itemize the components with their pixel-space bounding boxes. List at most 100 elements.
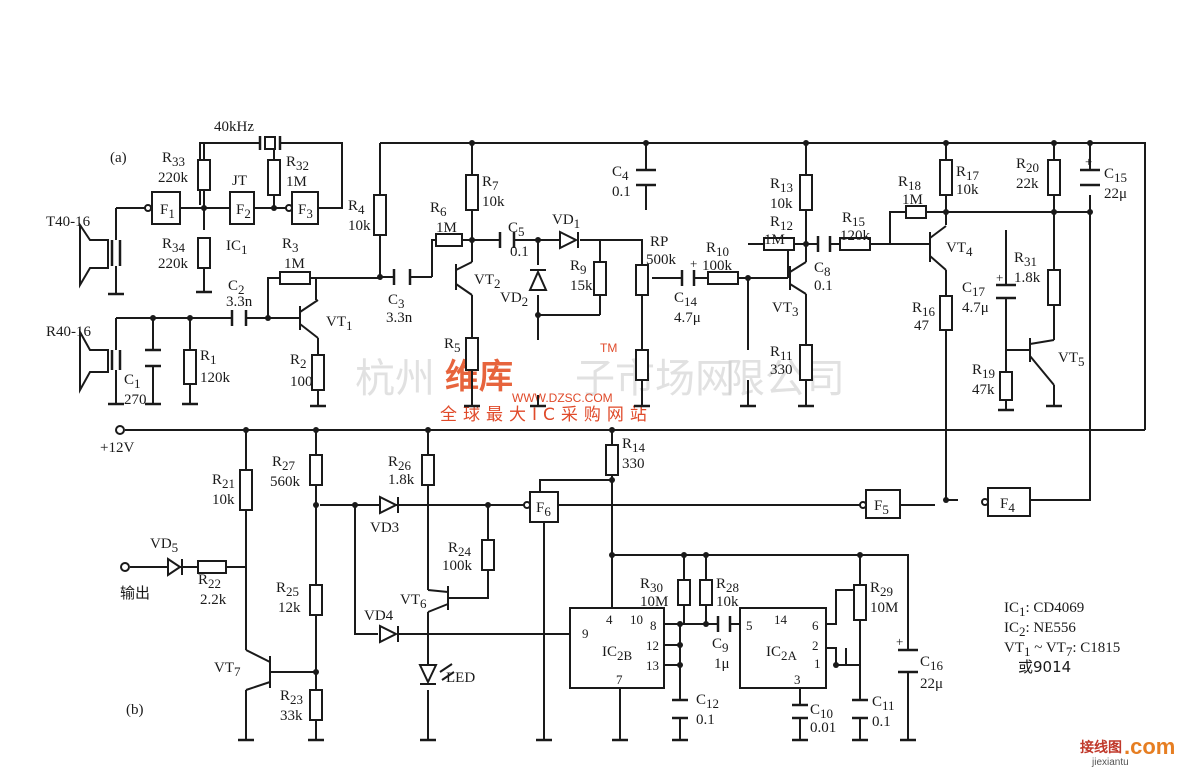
svg-text:VD5: VD5 xyxy=(150,536,178,555)
svg-text:R2: R2 xyxy=(290,352,307,371)
svg-text:3.3n: 3.3n xyxy=(226,294,253,310)
svg-text:1.8k: 1.8k xyxy=(388,472,415,488)
svg-text:22μ: 22μ xyxy=(1104,186,1127,202)
resistor-r4 xyxy=(373,194,387,236)
svg-text:1: 1 xyxy=(814,656,821,671)
resistor-r7 xyxy=(465,174,479,211)
terminals xyxy=(115,425,130,572)
svg-text:4: 4 xyxy=(606,612,613,627)
watermark-url: WWW.DZSC.COM xyxy=(512,391,613,405)
svg-text:1M: 1M xyxy=(436,220,457,236)
svg-text:120k: 120k xyxy=(200,370,231,386)
watermark-company-tail: 限公司 xyxy=(725,356,845,402)
svg-text:+: + xyxy=(690,256,697,271)
svg-text:2.2k: 2.2k xyxy=(200,592,227,608)
svg-text:R19: R19 xyxy=(972,362,995,381)
svg-text:4.7μ: 4.7μ xyxy=(962,300,989,316)
svg-text:1μ: 1μ xyxy=(714,656,730,672)
svg-text:10k: 10k xyxy=(482,194,505,210)
svg-text:F6: F6 xyxy=(536,500,551,519)
resistor-r34 xyxy=(197,237,211,269)
resistor-r12 xyxy=(763,237,795,251)
svg-text:R34: R34 xyxy=(162,236,186,255)
svg-text:IC2A: IC2A xyxy=(766,644,798,663)
svg-text:500k: 500k xyxy=(646,252,677,268)
transistor-vt2 xyxy=(455,261,473,296)
resistor-r18 xyxy=(905,205,927,219)
svg-text:6: 6 xyxy=(812,618,819,633)
resistor-r9 xyxy=(593,261,607,296)
resistor-r16 xyxy=(939,295,953,331)
resistor-r25 xyxy=(309,584,323,616)
svg-text:3.3n: 3.3n xyxy=(386,310,413,326)
svg-text:1M: 1M xyxy=(286,174,307,190)
transistor-vt7 xyxy=(245,649,271,691)
svg-text:R28: R28 xyxy=(716,576,739,595)
diode-vd2 xyxy=(528,269,548,291)
svg-text:270: 270 xyxy=(124,392,147,408)
svg-text:4.7μ: 4.7μ xyxy=(674,310,701,326)
watermark: 杭州 维库 子市场网 限公司 全球最大IC采购网站 WWW.DZSC.COM T… xyxy=(355,341,845,425)
svg-text:2: 2 xyxy=(812,638,819,653)
resistor-rp xyxy=(635,264,649,296)
resistor-r29 xyxy=(853,584,867,621)
svg-text:560k: 560k xyxy=(270,474,301,490)
inverter-f4 xyxy=(987,487,1031,517)
svg-text:7: 7 xyxy=(616,672,623,687)
watermark-tm: TM xyxy=(600,341,617,355)
svg-text:F3: F3 xyxy=(298,202,313,221)
svg-text:8: 8 xyxy=(650,618,657,633)
transistor-vt4 xyxy=(929,225,947,271)
resistor-r22 xyxy=(197,560,227,574)
svg-text:C9: C9 xyxy=(712,636,729,655)
resistor-r19 xyxy=(999,371,1013,401)
inverter-f1 xyxy=(151,191,181,225)
svg-text:R33: R33 xyxy=(162,150,185,169)
resistor-r14 xyxy=(605,444,619,476)
svg-text:R31: R31 xyxy=(1014,250,1037,269)
resistor-r3 xyxy=(279,271,311,285)
diode-vd5 xyxy=(167,557,183,577)
transmitter-t40 xyxy=(79,221,109,289)
svg-text:10: 10 xyxy=(630,612,643,627)
svg-text:VD4: VD4 xyxy=(364,608,394,624)
capacitor-c8 xyxy=(816,236,832,252)
label-r40: R40-16 xyxy=(46,324,92,340)
svg-text:R17: R17 xyxy=(956,164,980,183)
resistor-r24 xyxy=(481,539,495,571)
supply-terminal xyxy=(115,425,125,435)
inverter-f2 xyxy=(229,191,255,225)
diode-led xyxy=(418,664,438,685)
resistor-r15 xyxy=(839,237,871,251)
resistor-r23 xyxy=(309,689,323,721)
label-t40: T40-16 xyxy=(46,214,91,230)
watermark-company-right: 子市场网 xyxy=(575,356,735,402)
transistor-vt5 xyxy=(1029,338,1055,386)
svg-text:VT2: VT2 xyxy=(474,272,501,291)
inverters xyxy=(144,191,1031,523)
svg-text:10k: 10k xyxy=(716,594,739,610)
diode-vd1 xyxy=(559,230,579,250)
svg-text:R11: R11 xyxy=(770,344,793,363)
capacitors: + + + + xyxy=(145,154,1100,720)
svg-text:330: 330 xyxy=(770,362,793,378)
site-name: 接线图 xyxy=(1080,739,1122,756)
svg-text:+: + xyxy=(1085,154,1092,169)
svg-text:RP: RP xyxy=(650,234,668,250)
ic-blocks xyxy=(569,607,827,689)
resistor-r30 xyxy=(677,579,691,606)
resistor-r26 xyxy=(421,454,435,486)
svg-text:C15: C15 xyxy=(1104,166,1127,185)
svg-text:F4: F4 xyxy=(1000,496,1015,515)
resistor-r8 xyxy=(635,349,649,381)
watermark-company-left: 杭州 xyxy=(355,356,435,402)
legend-vt: VT1 ~ VT7: C1815 xyxy=(1004,640,1120,659)
transducers xyxy=(79,221,122,394)
ic2a-block xyxy=(739,607,827,689)
svg-text:R4: R4 xyxy=(348,198,365,217)
svg-text:R29: R29 xyxy=(870,580,893,599)
svg-text:100k: 100k xyxy=(442,558,473,574)
svg-text:10k: 10k xyxy=(770,196,793,212)
label-supply: +12V xyxy=(100,440,134,456)
